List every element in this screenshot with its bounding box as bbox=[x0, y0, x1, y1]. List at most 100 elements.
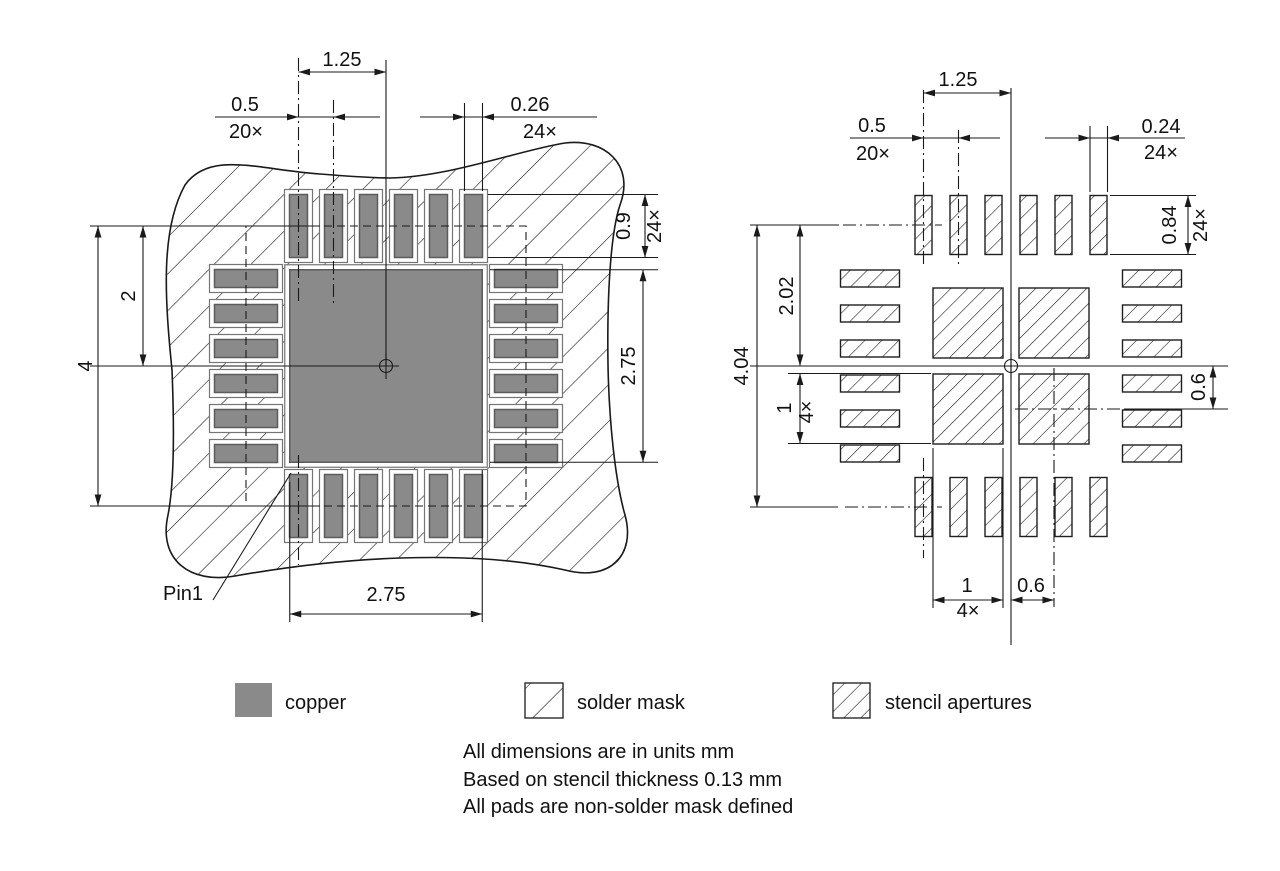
dim-pitch: 0.5 bbox=[231, 94, 259, 116]
stencil-aperture bbox=[1019, 476, 1038, 538]
thermal-aperture bbox=[932, 287, 1004, 359]
dimension-arrowhead bbox=[796, 432, 804, 444]
stencil-aperture bbox=[1121, 374, 1183, 393]
dim-aperture-width-count: 24× bbox=[1144, 142, 1178, 164]
legend-solder-mask-label: solder mask bbox=[577, 692, 686, 714]
stencil-aperture bbox=[1089, 476, 1108, 538]
dimension-arrowhead bbox=[1042, 596, 1054, 604]
dimension-arrowhead bbox=[470, 610, 483, 618]
thermal-aperture bbox=[1018, 287, 1090, 359]
dim-pitch-count: 20× bbox=[229, 121, 263, 143]
dimension-arrowhead bbox=[94, 226, 102, 238]
dim-thermal-square-h-count: 4× bbox=[957, 600, 980, 622]
dimension-arrowhead bbox=[796, 354, 804, 366]
dim-thermal-square-v: 1 bbox=[774, 402, 796, 413]
dim-aperture-length: 0.84 bbox=[1159, 206, 1181, 245]
dimension-arrowhead bbox=[1107, 134, 1119, 142]
stencil-aperture bbox=[1019, 194, 1038, 256]
dimension-arrowhead bbox=[923, 89, 935, 97]
stencil-aperture bbox=[984, 194, 1003, 256]
stencil-aperture bbox=[1089, 194, 1108, 256]
dimension-arrowhead bbox=[1011, 596, 1023, 604]
stencil-aperture bbox=[839, 374, 901, 393]
legend-copper-label: copper bbox=[285, 692, 346, 714]
dim-aperture-width: 0.24 bbox=[1142, 116, 1181, 138]
dimension-arrowhead bbox=[453, 113, 465, 121]
right-view-labels: 1.25 0.5 20× 0.24 24× 0.84 24× 4.04 2.02… bbox=[731, 69, 1212, 622]
dimension-arrowhead bbox=[94, 494, 102, 506]
dimension-arrowhead bbox=[753, 495, 761, 507]
stencil-aperture bbox=[1121, 269, 1183, 288]
stencil-aperture bbox=[1054, 476, 1073, 538]
note-units: All dimensions are in units mm bbox=[463, 741, 734, 763]
dim-pad-length: 0.9 bbox=[613, 212, 635, 240]
dim-aperture-length-count: 24× bbox=[1190, 208, 1212, 242]
dimension-arrowhead bbox=[641, 194, 649, 206]
dim-thermal-square-h: 1 bbox=[961, 575, 972, 597]
stencil-aperture bbox=[984, 476, 1003, 538]
dim-thermal-offset-v: 0.6 bbox=[1188, 373, 1210, 401]
stencil-aperture bbox=[1121, 304, 1183, 323]
dim-half-span: 2 bbox=[118, 290, 140, 301]
dim-pitch-span: 1.25 bbox=[323, 49, 362, 71]
thermal-aperture bbox=[932, 373, 1004, 445]
stencil-aperture bbox=[949, 476, 968, 538]
left-view-labels: 1.25 0.5 20× 0.26 24× 0.9 24× 2.75 2 4 2… bbox=[75, 49, 666, 606]
dimension-arrowhead bbox=[1078, 134, 1090, 142]
note-stencil-thickness: Based on stencil thickness 0.13 mm bbox=[463, 769, 782, 791]
dimension-arrowhead bbox=[1209, 397, 1217, 409]
dimension-arrowhead bbox=[639, 269, 647, 282]
stencil-aperture bbox=[839, 339, 901, 358]
dim-full-span: 4.04 bbox=[731, 347, 753, 386]
dim-center-pad-height: 2.75 bbox=[618, 347, 640, 386]
legend-stencil-swatch bbox=[832, 682, 871, 719]
dimension-arrowhead bbox=[333, 113, 345, 121]
dimension-arrowhead bbox=[139, 226, 147, 238]
dimension-arrowhead bbox=[796, 373, 804, 385]
dimension-arrowhead bbox=[958, 134, 970, 142]
stencil-aperture bbox=[839, 304, 901, 323]
dim-pad-width-count: 24× bbox=[523, 121, 557, 143]
legend-solder-mask-swatch bbox=[524, 682, 564, 719]
stencil-aperture bbox=[1121, 409, 1183, 428]
legend-stencil-label: stencil apertures bbox=[885, 692, 1032, 714]
dimension-arrowhead bbox=[482, 113, 494, 121]
dim-pitch-span: 1.25 bbox=[939, 69, 978, 91]
dimension-arrowhead bbox=[639, 450, 647, 463]
notes: All dimensions are in units mm Based on … bbox=[463, 741, 793, 818]
pin1-label: Pin1 bbox=[163, 583, 203, 605]
stencil-aperture bbox=[839, 269, 901, 288]
dimension-arrowhead bbox=[1184, 195, 1192, 207]
dimension-arrowhead bbox=[139, 354, 147, 366]
dim-pitch-count: 20× bbox=[856, 143, 890, 165]
dimension-arrowhead bbox=[912, 134, 924, 142]
dim-full-span: 4 bbox=[75, 360, 97, 371]
stencil-aperture bbox=[1121, 339, 1183, 358]
stencil-aperture bbox=[1121, 444, 1183, 463]
dimension-arrowhead bbox=[374, 68, 386, 76]
dimension-arrowhead bbox=[287, 113, 299, 121]
dim-pad-width: 0.26 bbox=[511, 94, 550, 116]
pin1-leader-line bbox=[212, 472, 292, 601]
dim-pad-length-count: 24× bbox=[644, 209, 666, 243]
dim-half-span: 2.02 bbox=[776, 277, 798, 316]
stencil-aperture bbox=[839, 409, 901, 428]
generated-geometry bbox=[90, 58, 1228, 645]
dimension-arrowhead bbox=[796, 225, 804, 237]
note-mask-defined: All pads are non-solder mask defined bbox=[463, 796, 793, 818]
legend-copper-swatch bbox=[235, 683, 272, 717]
stencil-aperture bbox=[839, 444, 901, 463]
dim-pitch: 0.5 bbox=[858, 115, 886, 137]
dimension-arrowhead bbox=[991, 596, 1003, 604]
stencil-aperture bbox=[1054, 194, 1073, 256]
dimension-arrowhead bbox=[641, 246, 649, 258]
dim-thermal-square-v-count: 4× bbox=[796, 401, 818, 424]
legend: copper solder mask stencil apertures bbox=[235, 682, 1032, 719]
dimension-arrowhead bbox=[933, 596, 945, 604]
dimension-arrowhead bbox=[298, 68, 310, 76]
dimension-arrowhead bbox=[753, 225, 761, 237]
dim-center-pad-width: 2.75 bbox=[367, 584, 406, 606]
dimension-arrowhead bbox=[1184, 243, 1192, 255]
dimension-arrowhead bbox=[289, 610, 302, 618]
